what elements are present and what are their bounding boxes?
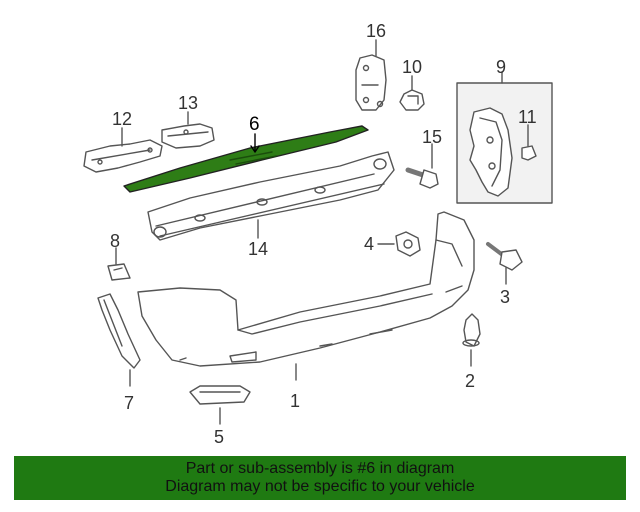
part-11-nut xyxy=(521,145,537,161)
part-7-extension[interactable] xyxy=(97,293,141,369)
callout-13: 13 xyxy=(178,93,199,113)
part-13-bracket[interactable] xyxy=(161,123,215,149)
callout-15: 15 xyxy=(422,127,443,147)
arrow-6-head xyxy=(250,145,260,153)
callout-11: 11 xyxy=(518,107,537,127)
callout-9: 9 xyxy=(496,57,507,77)
part-2-clip[interactable] xyxy=(462,313,481,347)
part-12-bracket[interactable] xyxy=(83,139,163,173)
callout-7: 7 xyxy=(124,393,135,413)
part-1-bumper-cover[interactable] xyxy=(137,211,475,367)
callout-16: 16 xyxy=(366,21,387,41)
callout-8: 8 xyxy=(110,231,121,251)
callout-4: 4 xyxy=(364,234,375,254)
callout-10: 10 xyxy=(402,57,423,77)
banner-line-2: Diagram may not be specific to your vehi… xyxy=(165,478,475,495)
part-3-screw[interactable] xyxy=(486,242,523,271)
part-6-highlighted[interactable] xyxy=(123,125,369,193)
info-banner: Part or sub-assembly is #6 in diagram Di… xyxy=(14,456,626,500)
part-16-bracket[interactable] xyxy=(355,54,387,111)
banner-line-1: Part or sub-assembly is #6 in diagram xyxy=(185,460,455,477)
part-10-clip[interactable] xyxy=(399,89,425,111)
part-15-bolt[interactable] xyxy=(405,167,439,189)
part-14-reinforcement[interactable] xyxy=(147,151,395,241)
callout-5: 5 xyxy=(214,427,225,447)
callout-14: 14 xyxy=(248,239,269,259)
callout-3: 3 xyxy=(500,287,511,307)
parts-diagram xyxy=(83,39,553,425)
part-8-clip[interactable] xyxy=(107,263,131,281)
callout-1: 1 xyxy=(290,391,301,411)
part-9-bracket-group[interactable] xyxy=(456,82,553,204)
callout-6: 6 xyxy=(249,114,260,135)
callout-12: 12 xyxy=(112,109,133,129)
part-5-reflector[interactable] xyxy=(189,385,251,405)
part-4-fastener[interactable] xyxy=(395,231,421,257)
callout-2: 2 xyxy=(465,371,476,391)
